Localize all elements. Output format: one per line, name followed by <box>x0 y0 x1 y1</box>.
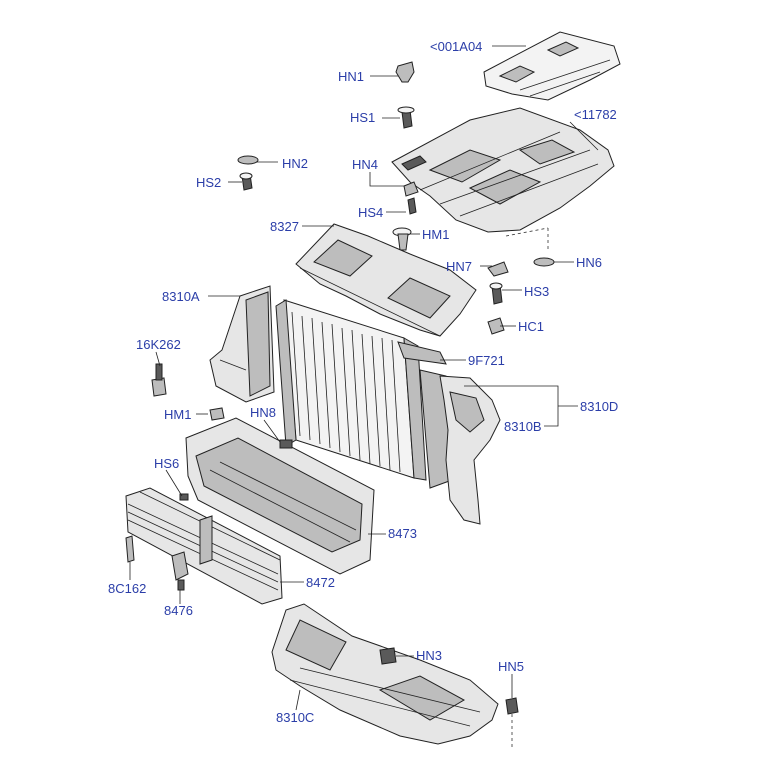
bracket-8473-drawing <box>185 417 375 575</box>
label-8327: 8327 <box>270 219 299 234</box>
label-hm1-top: HM1 <box>422 227 450 242</box>
label-001a04: <001A04 <box>430 39 483 54</box>
fastener-hm1-left-drawing <box>209 407 225 421</box>
label-hs3: HS3 <box>524 284 550 299</box>
undershield-8310c-drawing <box>271 603 519 748</box>
clip-8c162-drawing <box>125 535 135 563</box>
label-8310d: 8310D <box>580 399 619 414</box>
label-8310c: 8310C <box>276 710 315 725</box>
clip-16k262-drawing <box>151 363 167 397</box>
leader-lines <box>129 45 599 711</box>
label-hs2: HS2 <box>196 175 222 190</box>
label-8473: 8473 <box>388 526 417 541</box>
label-hn6: HN6 <box>576 255 603 270</box>
label-8310a: 8310A <box>162 289 200 304</box>
deflector-8310d-drawing <box>439 375 501 525</box>
label-hc1: HC1 <box>518 319 545 334</box>
label-9f721: 9F721 <box>468 353 505 368</box>
label-hs6: HS6 <box>154 456 180 471</box>
label-8476: 8476 <box>164 603 193 618</box>
label-hn4: HN4 <box>352 157 379 172</box>
label-hm1-left: HM1 <box>164 407 192 422</box>
label-hs4: HS4 <box>358 205 384 220</box>
fasteners-top-drawing <box>237 61 555 335</box>
label-8472: 8472 <box>306 575 335 590</box>
label-11782: <11782 <box>574 107 617 122</box>
label-8c162: 8C162 <box>108 581 147 596</box>
label-8310b: 8310B <box>504 419 542 434</box>
label-hn2: HN2 <box>282 156 309 171</box>
shutter-8472-drawing <box>125 487 283 605</box>
label-hn8: HN8 <box>250 405 277 420</box>
deflector-8327-drawing <box>295 223 477 337</box>
label-hn7: HN7 <box>446 259 473 274</box>
deflector-8310a-drawing <box>209 285 275 403</box>
label-hn5: HN5 <box>498 659 525 674</box>
label-hn1: HN1 <box>338 69 365 84</box>
panel-11782-drawing <box>391 107 615 252</box>
label-hn3: HN3 <box>416 648 443 663</box>
label-16k262: 16K262 <box>136 337 181 352</box>
component-8476-drawing <box>171 551 189 591</box>
label-hs1: HS1 <box>350 110 376 125</box>
radiator-drawing <box>275 299 453 489</box>
panel-001a04-drawing <box>483 31 621 101</box>
